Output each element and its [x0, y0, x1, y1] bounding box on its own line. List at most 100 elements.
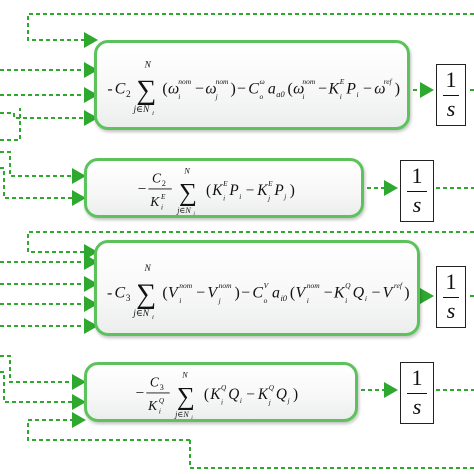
svg-text:K: K	[333, 284, 346, 301]
svg-text:∑: ∑	[136, 279, 156, 310]
svg-text:ω: ω	[293, 80, 304, 97]
svg-text:j∈N: j∈N	[176, 206, 191, 215]
svg-text:-: -	[107, 284, 112, 301]
integrator-denominator: s	[446, 96, 456, 121]
control-block-E: − C 2 K E i ∑ N j∈N i ( K E i P i − K E …	[84, 158, 364, 218]
svg-text:K: K	[256, 182, 268, 199]
svg-text:i: i	[152, 110, 154, 117]
integrator-denominator: s	[412, 394, 422, 419]
equation-omega: - C 2 ∑ N j∈N i ( ω nom i − ω nom j ) − …	[107, 60, 400, 117]
svg-text:P: P	[228, 182, 238, 199]
svg-text:j: j	[283, 193, 286, 201]
svg-text:∑: ∑	[177, 384, 195, 411]
integrator-3: 1 s	[436, 266, 466, 328]
svg-text:nom: nom	[307, 281, 321, 290]
svg-text:o: o	[259, 92, 263, 101]
svg-text:i: i	[191, 415, 193, 419]
svg-text:-: -	[107, 80, 112, 97]
svg-text:o: o	[264, 296, 268, 305]
svg-text:j: j	[218, 296, 221, 305]
wire-bottom-feedback	[189, 440, 474, 469]
equation-V: - C 3 ∑ N j∈N i ( V nom i − V nom j ) − …	[107, 264, 410, 321]
wire-top-feedback	[27, 13, 474, 48]
svg-text:(: (	[204, 386, 209, 403]
svg-text:(: (	[287, 80, 292, 97]
svg-text:Q: Q	[345, 281, 351, 290]
svg-text:K: K	[147, 398, 158, 413]
svg-text:j: j	[215, 92, 218, 101]
svg-text:−: −	[241, 284, 250, 301]
svg-text:): )	[231, 80, 236, 97]
svg-text:ω: ω	[205, 80, 216, 97]
svg-text:j: j	[268, 399, 271, 407]
svg-text:nom: nom	[179, 281, 193, 290]
svg-text:(: (	[206, 182, 211, 199]
control-block-V: - C 3 ∑ N j∈N i ( V nom i − V nom j ) − …	[94, 240, 420, 336]
svg-text:V: V	[264, 281, 270, 290]
svg-text:P: P	[345, 80, 356, 97]
svg-text:j∈N: j∈N	[132, 309, 150, 319]
svg-text:a0: a0	[276, 90, 285, 99]
svg-text:i: i	[239, 193, 241, 201]
integrator-4: 1 s	[400, 362, 434, 424]
fraction-bar	[407, 191, 427, 192]
svg-text:E: E	[222, 180, 228, 188]
wire-bottom-feedback-b	[27, 412, 190, 441]
svg-text:2: 2	[162, 179, 166, 188]
svg-text:i: i	[159, 408, 161, 416]
svg-text:−: −	[138, 180, 147, 197]
svg-text:ref: ref	[384, 77, 393, 86]
svg-text:−: −	[318, 80, 327, 97]
svg-text:i: i	[179, 296, 181, 305]
svg-text:3: 3	[126, 294, 131, 304]
svg-text:i0: i0	[280, 293, 287, 303]
svg-text:∑: ∑	[136, 75, 156, 106]
svg-text:ω: ω	[168, 80, 179, 97]
svg-text:nom: nom	[216, 77, 229, 86]
svg-text:(: (	[290, 284, 295, 301]
svg-text:−: −	[363, 80, 372, 97]
svg-text:E: E	[339, 77, 345, 86]
svg-text:Q: Q	[276, 386, 287, 403]
wire-in-2a	[0, 151, 86, 184]
integrator-1: 1 s	[436, 64, 466, 126]
svg-text:(: (	[162, 80, 167, 97]
svg-text:i: i	[357, 90, 359, 99]
svg-text:V: V	[168, 284, 180, 301]
svg-text:Q: Q	[228, 386, 239, 403]
svg-text:i: i	[340, 92, 342, 101]
svg-text:K: K	[209, 386, 221, 403]
svg-text:j: j	[287, 397, 290, 405]
svg-text:3: 3	[160, 383, 164, 392]
svg-text:): )	[235, 284, 240, 301]
svg-text:−: −	[246, 182, 255, 199]
wire-in-1c	[0, 110, 98, 126]
svg-text:−: −	[371, 284, 380, 301]
svg-text:N: N	[144, 60, 152, 70]
svg-text:V: V	[295, 284, 307, 301]
integrator-denominator: s	[412, 192, 422, 217]
svg-text:Q: Q	[353, 284, 365, 301]
svg-text:ω: ω	[374, 80, 385, 97]
svg-text:2: 2	[126, 90, 131, 100]
svg-text:j∈N: j∈N	[174, 410, 189, 419]
svg-text:C: C	[152, 171, 162, 186]
fraction-bar	[443, 95, 459, 96]
integrator-denominator: s	[446, 298, 456, 323]
wire-in-4a	[0, 355, 86, 390]
svg-text:Q: Q	[269, 384, 275, 392]
integrator-numerator: 1	[445, 67, 457, 92]
svg-text:K: K	[211, 182, 223, 199]
svg-text:): )	[290, 182, 295, 199]
svg-text:C: C	[252, 284, 263, 301]
fraction-bar	[443, 297, 459, 298]
svg-text:ω: ω	[259, 77, 264, 86]
integrator-numerator: 1	[445, 269, 457, 294]
svg-text:i: i	[178, 92, 180, 101]
svg-text:j∈N: j∈N	[132, 105, 149, 115]
integrator-numerator: 1	[411, 365, 423, 390]
svg-text:∑: ∑	[179, 180, 197, 207]
svg-text:nom: nom	[178, 77, 191, 86]
